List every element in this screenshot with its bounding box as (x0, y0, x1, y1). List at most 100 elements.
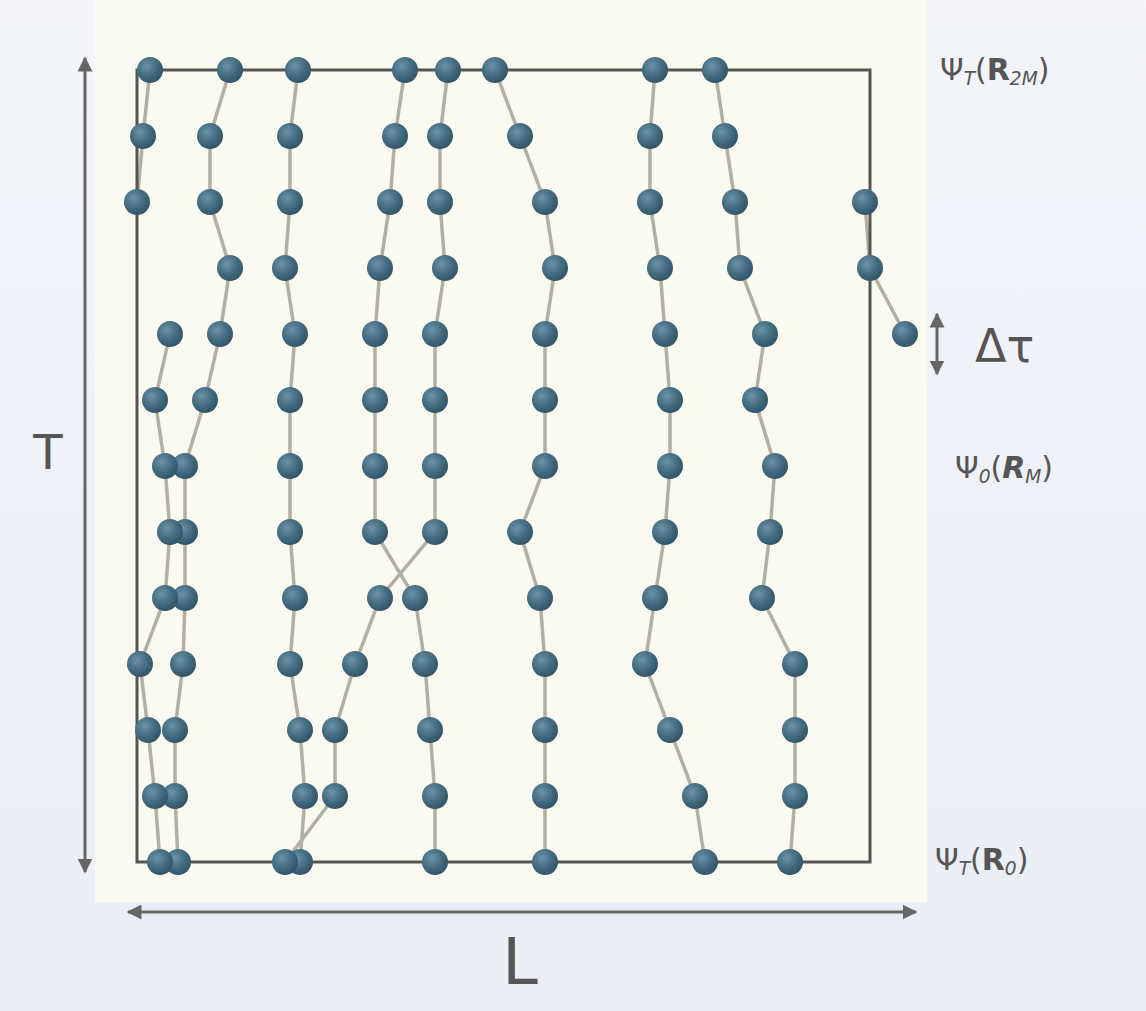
bead (277, 453, 303, 479)
bead (532, 783, 558, 809)
bead (657, 387, 683, 413)
bead (417, 717, 443, 743)
bead (742, 387, 768, 413)
bead (642, 585, 668, 611)
bead (532, 651, 558, 677)
bead (722, 189, 748, 215)
bead (362, 453, 388, 479)
bead (637, 123, 663, 149)
bead (652, 519, 678, 545)
bead (322, 717, 348, 743)
bead (657, 453, 683, 479)
bead (272, 849, 298, 875)
bead (422, 321, 448, 347)
bead (422, 783, 448, 809)
bead (342, 651, 368, 677)
bead (377, 189, 403, 215)
bead (727, 255, 753, 281)
timestep-label: Δτ (975, 323, 1034, 369)
bead (762, 453, 788, 479)
bead (422, 453, 448, 479)
bead (632, 651, 658, 677)
bead (142, 783, 168, 809)
cell-border (137, 70, 870, 862)
bead (782, 783, 808, 809)
imaginary-time-label: T (33, 428, 62, 476)
bead (422, 849, 448, 875)
bead (692, 849, 718, 875)
bead (382, 123, 408, 149)
worldline (715, 70, 795, 862)
bead (532, 321, 558, 347)
bead (272, 255, 298, 281)
bead (197, 189, 223, 215)
bead (852, 189, 878, 215)
bead (532, 387, 558, 413)
bead (367, 255, 393, 281)
bead (482, 57, 508, 83)
trial-wavefunction-label: ΨT(R2M) (940, 55, 1049, 89)
bead (422, 387, 448, 413)
bead (782, 717, 808, 743)
bead (285, 57, 311, 83)
bead (402, 585, 428, 611)
bead (152, 453, 178, 479)
bead (642, 57, 668, 83)
beads (124, 57, 918, 875)
bead (427, 189, 453, 215)
tau-arrow (84, 58, 87, 872)
worldline (285, 70, 448, 862)
bead (130, 123, 156, 149)
bead (277, 519, 303, 545)
bead (412, 651, 438, 677)
bead (637, 189, 663, 215)
length-arrow (128, 911, 916, 914)
bead (207, 321, 233, 347)
bead (282, 321, 308, 347)
bead (657, 717, 683, 743)
bead (652, 321, 678, 347)
bead (277, 651, 303, 677)
bead (752, 321, 778, 347)
bead (532, 189, 558, 215)
bead (532, 849, 558, 875)
bead (435, 57, 461, 83)
bead (702, 57, 728, 83)
bead (157, 519, 183, 545)
bead (322, 783, 348, 809)
worldline-links (137, 70, 905, 862)
bead (857, 255, 883, 281)
bead (432, 255, 458, 281)
bead (217, 57, 243, 83)
bead (142, 387, 168, 413)
timestep-arrow (936, 314, 939, 374)
bead (362, 519, 388, 545)
bead (532, 717, 558, 743)
trial-wavefunction-label: ΨT(R0) (935, 845, 1028, 879)
bead (157, 321, 183, 347)
bead (170, 651, 196, 677)
bead (712, 123, 738, 149)
ground-state-label: Ψ0(RM) (955, 453, 1053, 487)
bead (277, 123, 303, 149)
bead (162, 717, 188, 743)
bead (427, 123, 453, 149)
bead (137, 57, 163, 83)
worldline (645, 70, 705, 862)
bead (277, 189, 303, 215)
bead (892, 321, 918, 347)
bead (362, 387, 388, 413)
panel-ground (95, 0, 927, 902)
bead (282, 585, 308, 611)
bead (362, 321, 388, 347)
bead (507, 123, 533, 149)
bead (287, 717, 313, 743)
bead (647, 255, 673, 281)
bead (135, 717, 161, 743)
bead (192, 387, 218, 413)
bead (682, 783, 708, 809)
bead (152, 585, 178, 611)
bead (542, 255, 568, 281)
bead (422, 519, 448, 545)
bead (527, 585, 553, 611)
